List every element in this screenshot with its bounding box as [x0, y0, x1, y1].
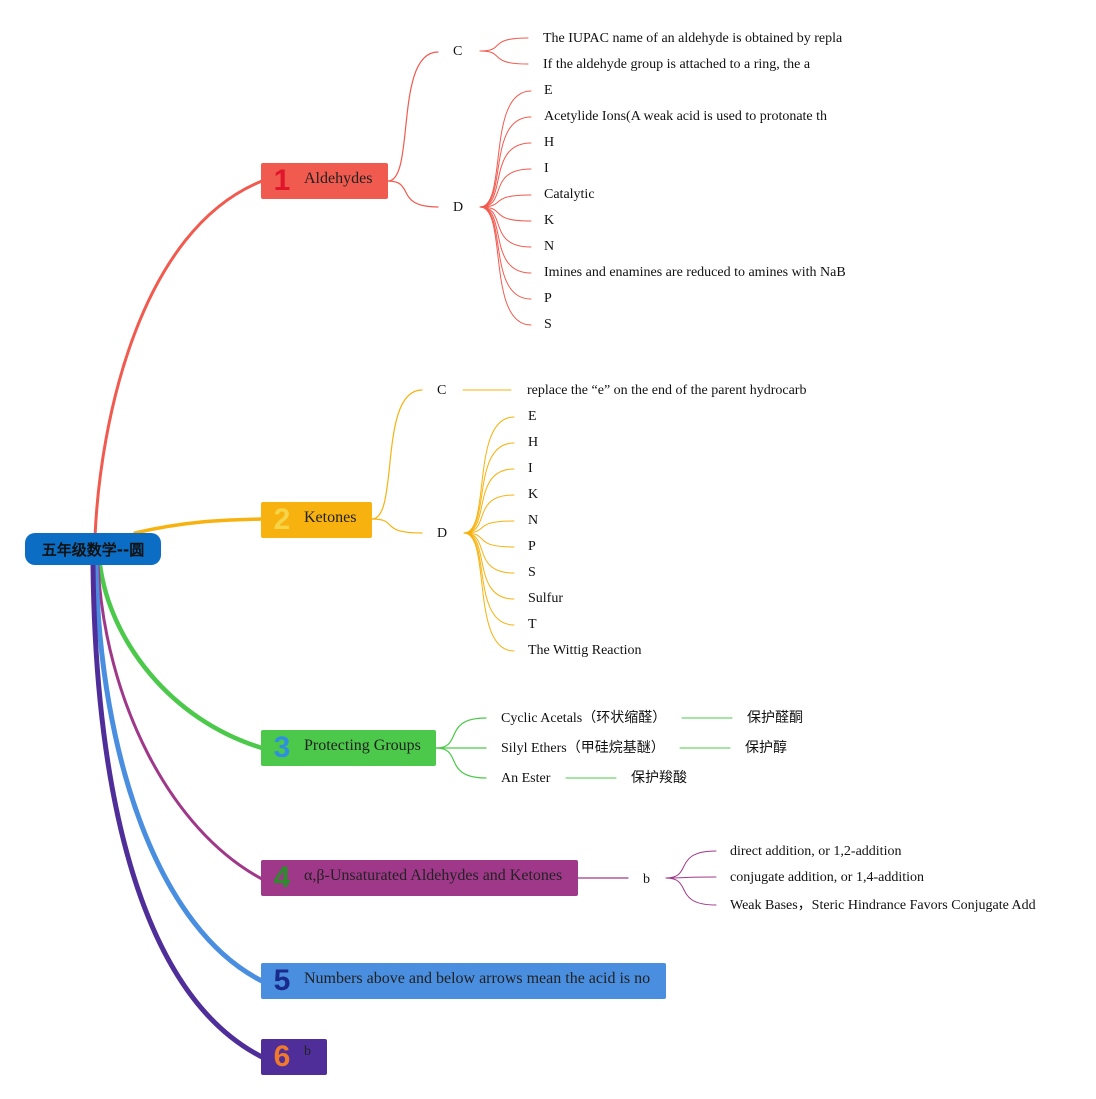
subtopic-label[interactable]: Silyl Ethers（甲硅烷基醚） [501, 741, 665, 756]
subtopic-connector [371, 389, 423, 520]
branch-ketones[interactable]: 2 Ketones [261, 502, 372, 538]
leaf-topic[interactable]: N [528, 513, 539, 528]
subtopic-connector [435, 747, 487, 779]
subtopic-connector [435, 717, 487, 749]
subtopic-label[interactable]: b [643, 872, 650, 887]
leaf-topic[interactable]: The IUPAC name of an aldehyde is obtaine… [543, 31, 843, 46]
branch-label: b [304, 1044, 311, 1059]
branch-protecting-groups[interactable]: 3 Protecting Groups [261, 730, 436, 766]
subtopic-label[interactable]: C [453, 44, 463, 59]
leaf-connector [463, 416, 515, 534]
subtopic-note[interactable]: 保护醛酮 [747, 711, 803, 726]
leaf-connector [463, 494, 515, 534]
leaf-connector [479, 168, 532, 208]
leaf-topic[interactable]: P [544, 291, 552, 306]
leaf-connector [463, 532, 515, 548]
leaf-topic[interactable]: H [544, 135, 555, 150]
branch-label: Aldehydes [304, 170, 373, 187]
leaf-topic[interactable]: I [528, 461, 533, 476]
branch-connector [93, 179, 264, 539]
leaf-topic[interactable]: Acetylide Ions(A weak acid is used to pr… [544, 109, 828, 124]
leaf-connector [463, 532, 515, 574]
leaf-connector [479, 206, 532, 248]
leaf-topic[interactable]: E [528, 409, 537, 424]
root-topic[interactable]: 五年级数学--圆 [25, 533, 161, 565]
subtopic-connector [387, 51, 439, 182]
branch-number: 5 [273, 964, 291, 997]
leaf-topic[interactable]: The Wittig Reaction [528, 643, 642, 658]
leaf-topic[interactable]: Catalytic [544, 187, 595, 202]
leaf-connector [479, 194, 532, 208]
branch-label: α,β-Unsaturated Aldehydes and Ketones [304, 867, 563, 884]
branch-connector [93, 562, 265, 984]
leaf-connector [665, 850, 717, 879]
branch-connector [97, 562, 265, 751]
leaf-topic[interactable]: P [528, 539, 536, 554]
subtopic-connector [371, 518, 423, 534]
branch-unsaturated-carbonyls[interactable]: 4 α,β-Unsaturated Aldehydes and Ketones [261, 860, 578, 896]
leaf-connector [479, 206, 532, 326]
leaf-connector [463, 442, 515, 534]
leaf-topic[interactable]: replace the “e” on the end of the parent… [527, 383, 807, 398]
leaf-connector [463, 468, 515, 534]
subtopic-label[interactable]: An Ester [501, 771, 551, 786]
leaf-topic[interactable]: conjugate addition, or 1,4-addition [730, 870, 925, 885]
branch-number: 6 [273, 1040, 291, 1073]
subtopic-label[interactable]: D [453, 200, 464, 215]
subtopic-label[interactable]: C [437, 383, 447, 398]
leaf-connector [479, 206, 532, 274]
leaf-topic[interactable]: H [528, 435, 539, 450]
leaf-topic[interactable]: Sulfur [528, 591, 563, 606]
leaf-topic[interactable]: N [544, 239, 555, 254]
leaf-connector [463, 520, 515, 534]
leaf-topic[interactable]: S [544, 317, 552, 332]
subtopic-label[interactable]: Cyclic Acetals（环状缩醛） [501, 711, 667, 726]
leaf-topic[interactable]: direct addition, or 1,2-addition [730, 844, 902, 859]
subtopic-connector [387, 180, 439, 208]
branch-acid-arrows[interactable]: 5 Numbers above and below arrows mean the… [261, 963, 666, 999]
leaf-topic[interactable]: E [544, 83, 553, 98]
branch-label: Ketones [304, 509, 357, 526]
leaf-connector [479, 90, 532, 208]
leaf-topic[interactable]: Weak Bases，Steric Hindrance Favors Conju… [730, 898, 1036, 913]
branch-aldehydes[interactable]: 1 Aldehydes [261, 163, 388, 199]
leaf-topic[interactable]: T [528, 617, 537, 632]
root-topic-label: 五年级数学--圆 [41, 540, 145, 559]
leaf-connector [479, 142, 532, 208]
branch-connector [96, 563, 264, 881]
leaf-topic[interactable]: K [528, 487, 539, 502]
leaf-connector [479, 50, 529, 65]
leaf-connector [479, 116, 532, 208]
branch-number: 1 [273, 164, 291, 197]
subtopic-note[interactable]: 保护羧酸 [631, 771, 687, 786]
leaf-topic[interactable]: Imines and enamines are reduced to amine… [544, 265, 846, 280]
leaf-connector [463, 532, 515, 652]
subtopic-label[interactable]: D [437, 526, 448, 541]
leaf-connector [665, 876, 717, 879]
leaf-topic[interactable]: S [528, 565, 536, 580]
branch-label: Numbers above and below arrows mean the … [304, 970, 651, 987]
branch-label: Protecting Groups [304, 737, 421, 754]
leaf-topic[interactable]: I [544, 161, 549, 176]
branch-number: 4 [273, 861, 291, 894]
leaf-connector [463, 532, 515, 600]
leaf-topic[interactable]: If the aldehyde group is attached to a r… [543, 57, 811, 72]
leaf-topic[interactable]: K [544, 213, 555, 228]
subtopic-note[interactable]: 保护醇 [745, 741, 787, 756]
leaf-connector [479, 37, 529, 52]
branch-number: 2 [273, 503, 291, 536]
branch-connector [90, 562, 265, 1060]
leaf-connector [479, 206, 532, 222]
branch-number: 3 [273, 731, 291, 764]
leaf-connector [665, 877, 717, 906]
branch-connector [133, 517, 264, 535]
